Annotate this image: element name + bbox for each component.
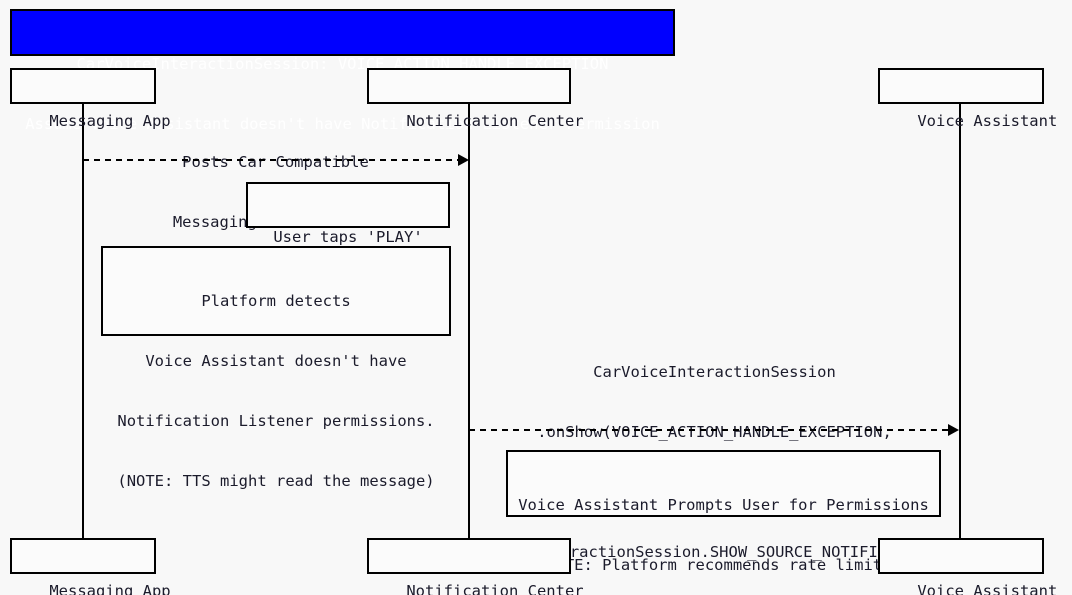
message-label-post-notification-line-1: Posts Car Compatible xyxy=(182,153,369,171)
note-platform-detects-line-3: Notification Listener permissions. xyxy=(117,412,435,430)
participant-box-notification-center-top[interactable]: Notification Center xyxy=(367,68,584,130)
note-prompts-user: Voice Assistant Prompts User for Permiss… xyxy=(506,450,941,574)
note-prompts-user-line-2: (NOTE: Platform recommends rate limiting xyxy=(536,556,911,574)
message-arrowhead-onshow xyxy=(948,424,959,436)
participant-box-voice-assistant-bottom[interactable]: Voice Assistant xyxy=(878,538,1057,595)
message-label-onshow: CarVoiceInteractionSession .onShow(VOICE… xyxy=(469,322,960,595)
note-platform-detects: Platform detects Voice Assistant doesn't… xyxy=(101,246,451,490)
lifeline-notification-center xyxy=(468,104,470,538)
note-prompts-user-line-1: Voice Assistant Prompts User for Permiss… xyxy=(518,496,929,514)
participant-box-notification-center-bottom[interactable]: Notification Center xyxy=(367,538,584,595)
participant-box-messaging-app-top[interactable]: Messaging App xyxy=(10,68,171,130)
participant-label-notification-center-top: Notification Center xyxy=(406,112,584,130)
diagram-title-banner: CarVoiceInteractionSession: VOICE_ACTION… xyxy=(10,9,675,133)
participant-label-messaging-app-bottom: Messaging App xyxy=(49,582,171,595)
message-arrow-onshow xyxy=(469,429,949,431)
participant-label-notification-center-bottom: Notification Center xyxy=(406,582,584,595)
message-label-onshow-line-4: VoiceInteractionSession.SHOW_SOURCE_NOTI… xyxy=(485,543,944,561)
note-user-taps-play: User taps 'PLAY' on Msg Notification xyxy=(246,182,450,306)
diagram-title-line-2: Assume Voice Assistant doesn't have Noti… xyxy=(25,115,660,133)
participant-label-messaging-app-top: Messaging App xyxy=(49,112,171,130)
participant-box-voice-assistant-top[interactable]: Voice Assistant xyxy=(878,68,1057,130)
participant-box-messaging-app-bottom[interactable]: Messaging App xyxy=(10,538,171,595)
lifeline-messaging-app xyxy=(82,104,84,538)
note-user-taps-play-line-1: User taps 'PLAY' xyxy=(273,228,423,246)
participant-label-voice-assistant-bottom: Voice Assistant xyxy=(917,582,1058,595)
message-label-onshow-line-1: CarVoiceInteractionSession xyxy=(593,363,836,381)
lifeline-voice-assistant xyxy=(959,104,961,538)
message-label-onshow-line-2: .onShow(VOICE_ACTION_HANDLE_EXCEPTION, xyxy=(537,423,892,441)
note-platform-detects-line-4: (NOTE: TTS might read the message) xyxy=(117,472,435,490)
note-platform-detects-line-1: Platform detects xyxy=(201,292,351,310)
participant-label-voice-assistant-top: Voice Assistant xyxy=(917,112,1058,130)
message-arrowhead-post-notification xyxy=(458,154,469,166)
message-arrow-post-notification xyxy=(83,159,459,161)
note-platform-detects-line-2: Voice Assistant doesn't have xyxy=(145,352,407,370)
